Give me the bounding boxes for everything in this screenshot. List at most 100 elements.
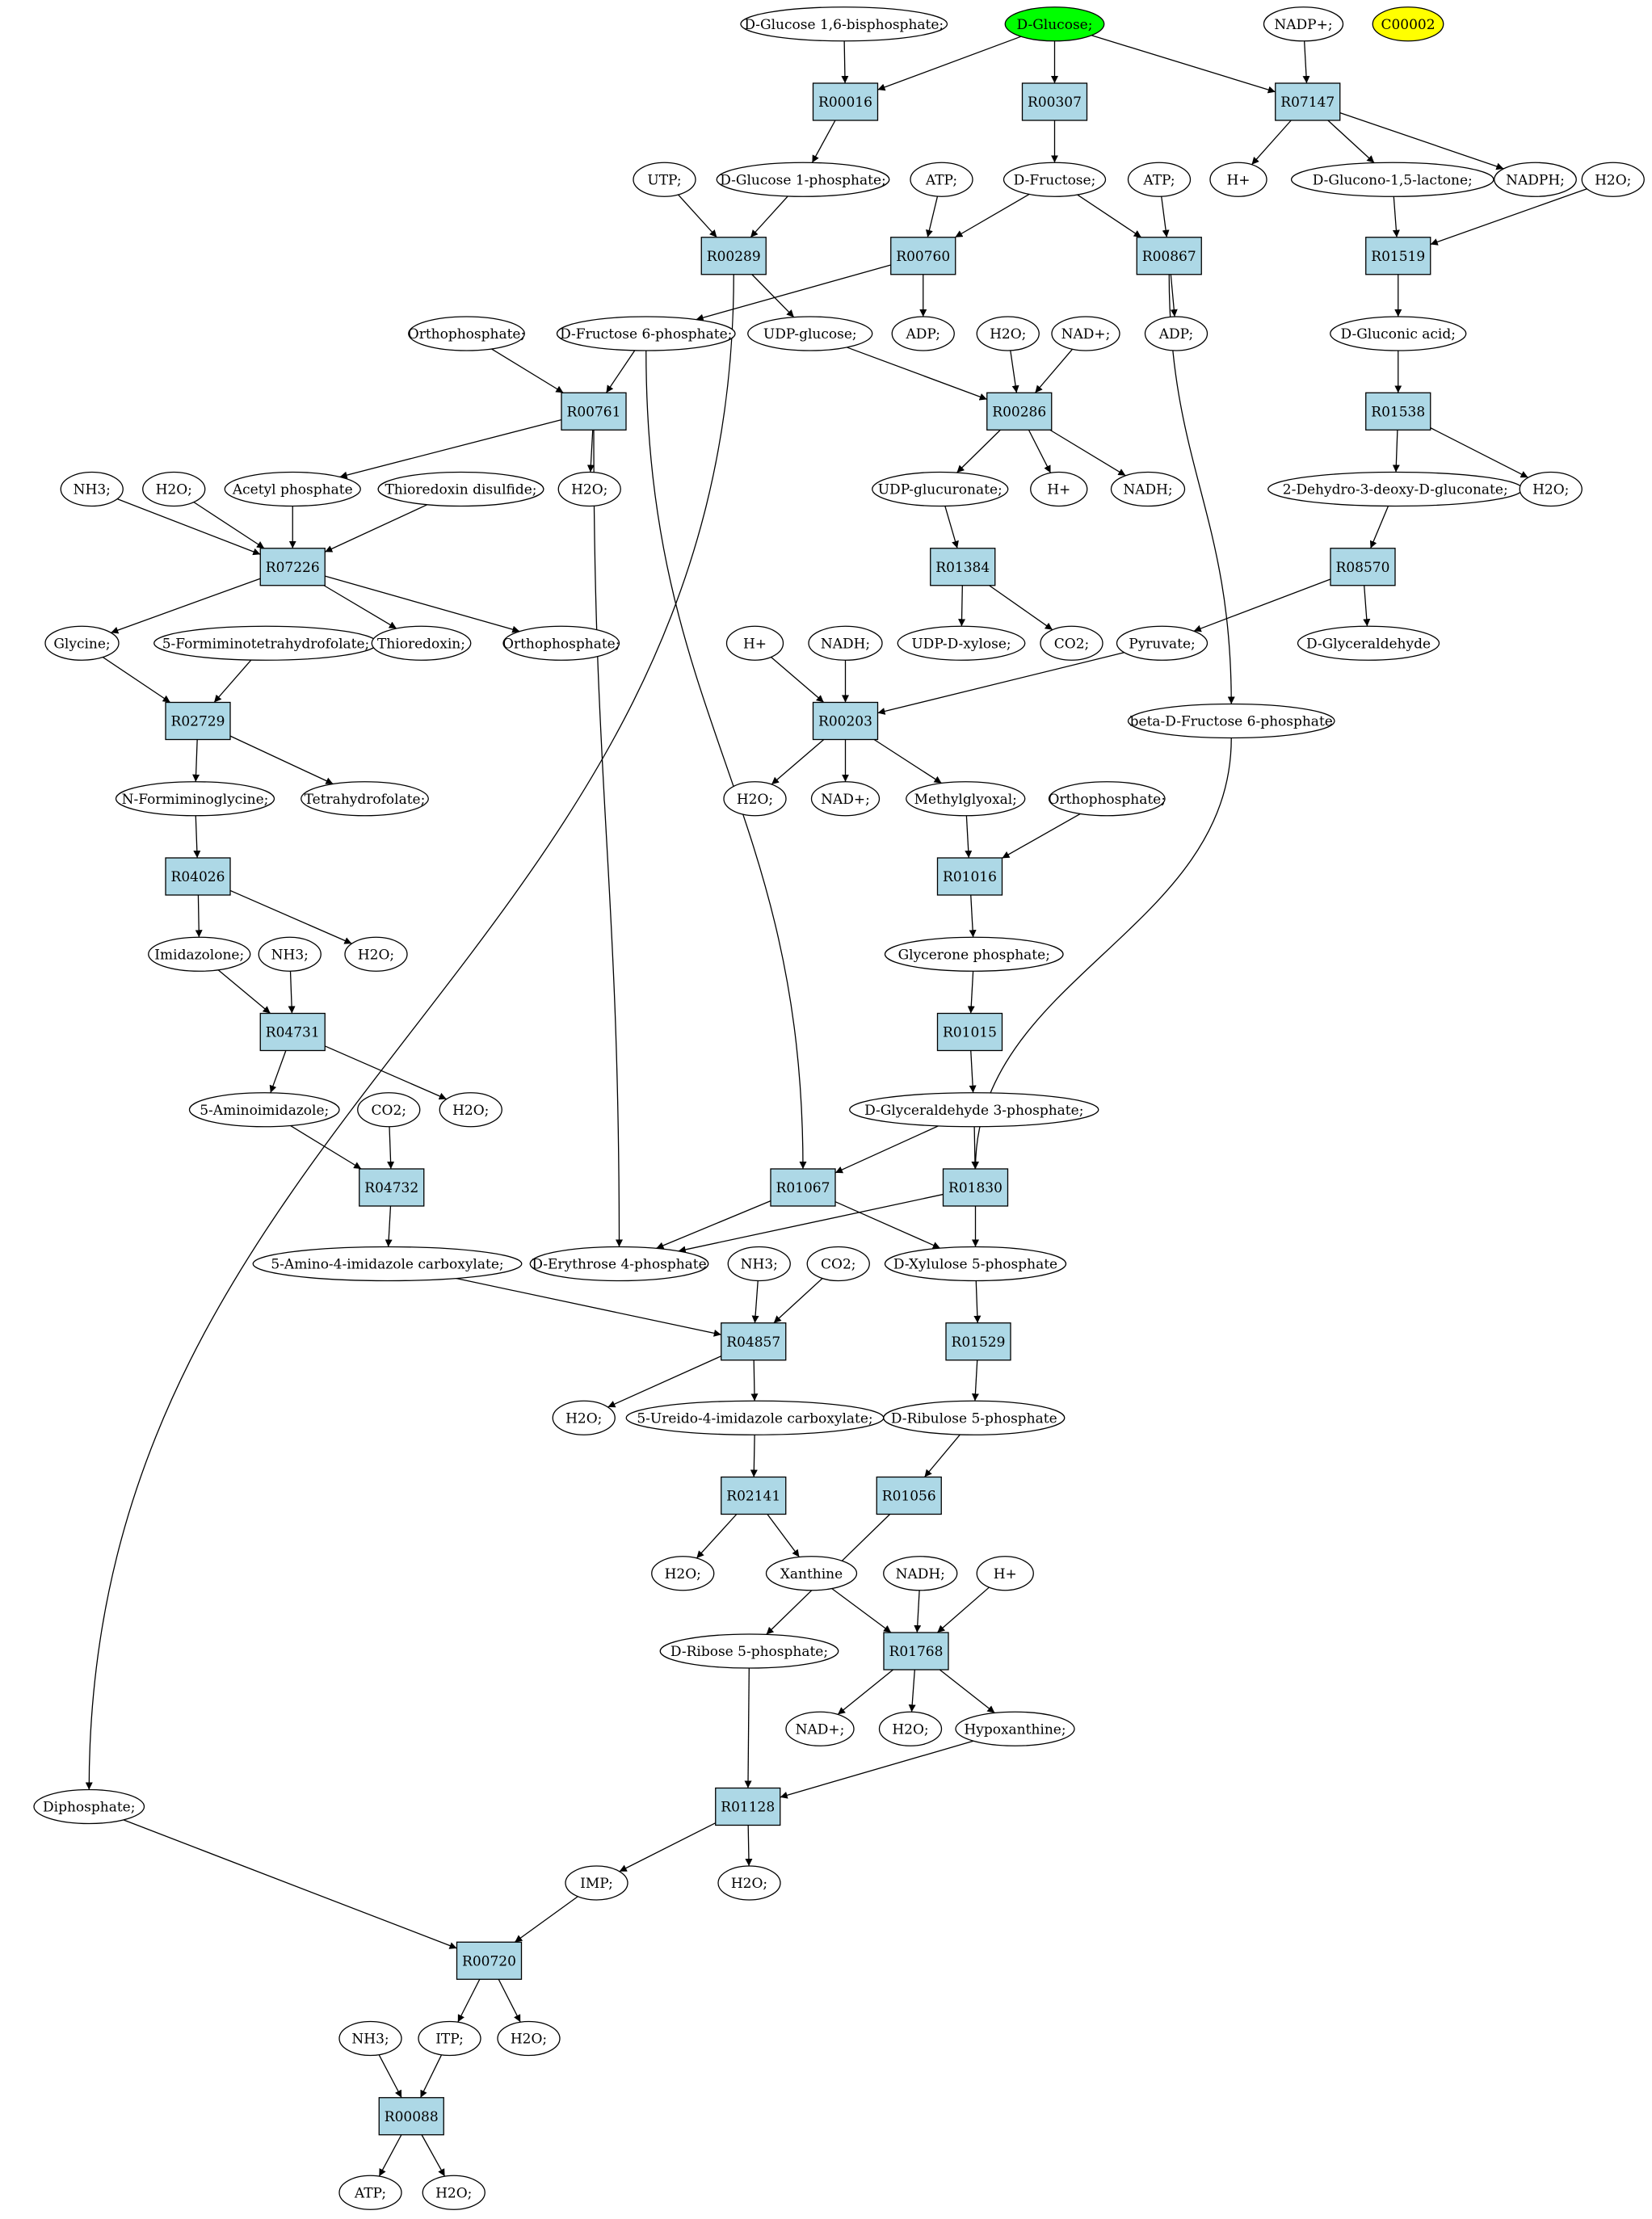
- edges-layer: [85, 35, 1587, 2177]
- reaction-label: R01067: [776, 1180, 830, 1196]
- reaction-label: R00016: [818, 95, 872, 111]
- edge-c_h2o_c-to-R07226: [193, 502, 265, 549]
- edge-c_ru5p-to-R01056: [923, 1434, 961, 1477]
- edge-R07147-to-c_nadph: [1339, 112, 1504, 170]
- reaction-node-r00307: R00307: [1021, 82, 1088, 121]
- edge-c_glucose-to-R07147: [1091, 35, 1276, 94]
- edge-c_nad1-to-R00286: [1034, 348, 1073, 393]
- edge-c_orthop1-to-R00761: [491, 348, 564, 393]
- compound-node: Orthophosphate;: [502, 625, 620, 661]
- compound-node: H2O;: [439, 1092, 502, 1128]
- compound-label: D-Fructose 6-phosphate;: [560, 326, 732, 343]
- compound-label: H+: [994, 1566, 1017, 1582]
- compound-node: ITP;: [418, 2020, 481, 2057]
- compound-node: ATP;: [1127, 162, 1192, 197]
- compound-label: CO2;: [1054, 636, 1090, 652]
- compound-label: Acetyl phosphate: [232, 482, 353, 498]
- compound-node: H2O;: [422, 2175, 486, 2210]
- reaction-label: R01384: [935, 560, 990, 576]
- compound-label: D-Glucose 1,6-bisphosphate;: [744, 17, 944, 33]
- compound-label: D-Ribose 5-phosphate;: [670, 1644, 828, 1660]
- edge-c_r5p-to-R01128: [744, 1667, 752, 1788]
- compound-node: D-Gluconic acid;: [1330, 316, 1467, 351]
- compound-label: D-Glucose;: [1017, 17, 1093, 33]
- edge-c_5fthf-to-R02729: [213, 659, 252, 703]
- compound-label: Pyruvate;: [1129, 636, 1195, 652]
- edge-c_nh3a-to-R07226: [116, 498, 261, 556]
- compound-node: NADH;: [808, 625, 883, 661]
- compound-label: ITP;: [435, 2032, 464, 2048]
- edge-c_g3p-to-R01830: [971, 1126, 979, 1170]
- compound-label: 5-Aminoimidazole;: [200, 1103, 329, 1119]
- compound-label: H+: [1047, 482, 1070, 498]
- reaction-node-r01529: R01529: [945, 1322, 1011, 1361]
- compound-node: Pyruvate;: [1116, 625, 1209, 661]
- compound-label: H2O;: [358, 947, 394, 963]
- edge-c_nh3b-to-R04731: [288, 971, 296, 1014]
- edge-c_fructose-to-R00867: [1077, 194, 1142, 238]
- compound-label: Hypoxanthine;: [964, 1721, 1066, 1738]
- reaction-label: R00286: [992, 404, 1046, 420]
- compound-node: NH3;: [338, 2020, 402, 2057]
- reaction-label: R01056: [882, 1489, 936, 1505]
- reaction-node-r00289: R00289: [700, 237, 767, 275]
- compound-label: C00002: [1381, 17, 1435, 33]
- compound-label: Xanthine: [780, 1566, 843, 1582]
- edge-R01538-to-c_h2o_e: [1430, 427, 1528, 478]
- edge-c_5ai-to-R04732: [290, 1124, 362, 1170]
- compound-node: D-Fructose 6-phosphate;: [556, 316, 736, 351]
- reaction-label: R04857: [726, 1334, 780, 1351]
- compound-label: 5-Amino-4-imidazole carboxylate;: [271, 1257, 503, 1273]
- compound-label: NADH;: [896, 1566, 945, 1582]
- reaction-node-r00720: R00720: [456, 1941, 523, 1980]
- compound-label: NH3;: [74, 482, 111, 498]
- compound-label: H2O;: [571, 482, 607, 498]
- reaction-label: R04026: [171, 869, 225, 885]
- edge-R01128-to-c_h2o_l: [745, 1825, 753, 1867]
- edge-c_pyruvate-to-R00203: [877, 652, 1124, 715]
- compound-label: H+: [1226, 172, 1250, 188]
- compound-node: D-Fructose;: [1003, 162, 1107, 197]
- edge-R01067-to-c_x5p: [834, 1201, 941, 1249]
- compound-label: CO2;: [372, 1103, 407, 1119]
- edge-R01768-to-c_nad3: [837, 1669, 893, 1715]
- compound-label: D-Fructose;: [1014, 172, 1096, 188]
- reaction-label: R01519: [1371, 249, 1425, 265]
- compound-node: NH3;: [60, 471, 124, 507]
- compound-node: Thioredoxin disulfide;: [377, 471, 544, 507]
- reaction-node-r01067: R01067: [770, 1168, 836, 1207]
- compound-label: Imidazolone;: [154, 947, 244, 963]
- edge-R01768-to-c_h2o_k: [908, 1669, 916, 1713]
- compound-node: H2O;: [723, 781, 787, 817]
- compound-node: H2O;: [142, 471, 206, 507]
- compound-label: 2-Dehydro-3-deoxy-D-gluconate;: [1283, 482, 1508, 498]
- reaction-label: R02729: [171, 714, 225, 730]
- edge-R01016-to-c_dhap: [969, 894, 977, 938]
- compound-label: Orthophosphate;: [408, 326, 525, 343]
- compound-label: 5-Formiminotetrahydrofolate;: [162, 636, 370, 652]
- compound-label: NH3;: [741, 1257, 778, 1273]
- compound-label: D-Glyceraldehyde: [1306, 636, 1431, 652]
- compound-node: NADP+;: [1263, 6, 1344, 42]
- edge-R08570-to-c_pyruvate: [1193, 578, 1331, 632]
- compound-label: D-Ribulose 5-phosphate: [891, 1410, 1057, 1427]
- edge-c_imp-to-R00720: [514, 1896, 578, 1943]
- reaction-node-r00761: R00761: [561, 392, 627, 431]
- compound-label: NADH;: [821, 636, 870, 652]
- reaction-node-r07226: R07226: [259, 548, 326, 586]
- compound-node: CO2;: [357, 1092, 421, 1128]
- reaction-node-r01519: R01519: [1365, 237, 1431, 275]
- reaction-label: R00307: [1028, 95, 1082, 111]
- reaction-node-r01830: R01830: [942, 1168, 1009, 1207]
- compound-node: H2O;: [344, 936, 408, 972]
- compound-node: D-Glucose 1-phosphate;: [716, 162, 890, 197]
- compound-label: NAD+;: [796, 1721, 845, 1738]
- reaction-label: R07147: [1280, 95, 1335, 111]
- compound-node: CO2;: [1040, 625, 1103, 661]
- compound-label: UDP-glucose;: [763, 326, 857, 343]
- edge-R04026-to-c_h2o_g: [229, 889, 352, 944]
- compound-node: H+: [725, 625, 784, 661]
- compound-label: ADP;: [906, 326, 940, 343]
- compound-node: H2O;: [552, 1400, 616, 1435]
- compound-node: D-Erythrose 4-phosphate: [529, 1246, 709, 1282]
